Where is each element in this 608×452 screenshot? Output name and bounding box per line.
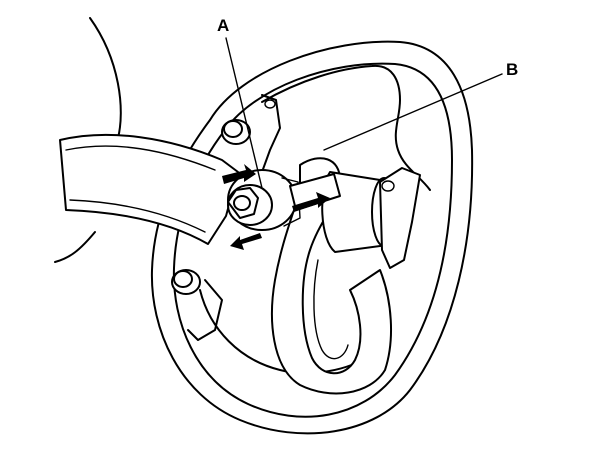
arm-edge-lower xyxy=(69,199,206,233)
bracket-upper xyxy=(261,94,281,173)
backing-plate-outer xyxy=(150,40,474,435)
fender-curve-lower xyxy=(54,231,96,263)
backing-plate-inner xyxy=(172,62,453,418)
arrow-upper-left xyxy=(222,164,256,184)
leader-a xyxy=(225,37,263,189)
bolt-upper-left xyxy=(221,119,251,145)
arrow-right xyxy=(292,192,330,212)
arrow-lower xyxy=(230,233,262,250)
leader-b xyxy=(323,73,503,151)
label-b: B xyxy=(506,60,518,79)
tool-shaft xyxy=(289,173,341,211)
loop-handle xyxy=(271,157,392,395)
label-a: A xyxy=(217,16,229,35)
fender-curve xyxy=(89,17,122,139)
arm-edge xyxy=(65,145,216,171)
bracket-hole xyxy=(264,99,276,109)
plate-contour xyxy=(261,64,431,191)
hub-nut xyxy=(227,169,301,231)
plate-contour-lower xyxy=(199,289,371,375)
bolt-lower-left xyxy=(171,269,201,295)
boot-flange xyxy=(379,167,421,269)
bracket-lower xyxy=(187,279,223,341)
loop-inner xyxy=(313,259,349,360)
flange-hole xyxy=(381,180,395,192)
